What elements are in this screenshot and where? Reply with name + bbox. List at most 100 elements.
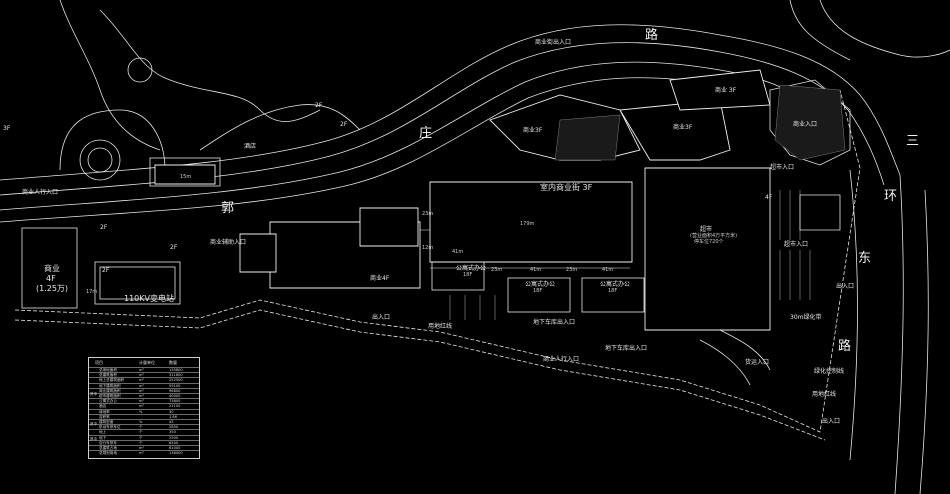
label-substation: 110KV变电站 [124, 294, 174, 303]
commercial-block-outline [21, 227, 78, 309]
label-freight-entrance: 货运入口 [745, 359, 770, 366]
table-cell: 21100 [169, 404, 181, 409]
label-office-1-floor: 18F [463, 272, 473, 278]
table-cell: m² [139, 399, 144, 404]
table-cell: m² [139, 388, 144, 393]
south-road-label-1: 郭 [221, 201, 235, 216]
label-commercial-4f: 商业4F [370, 275, 390, 282]
table-cell: m² [139, 451, 144, 456]
table-cell: 30 [169, 409, 174, 414]
label-exit-2: 出入口 [822, 418, 841, 425]
table-cell: 59100 [169, 383, 181, 388]
table-cell: 总用地面积 [99, 368, 117, 372]
label-supermarket-sub: (营业面积4万平方米) [690, 233, 738, 239]
east-road-label-4: 路 [838, 339, 852, 354]
office-1-outline [431, 257, 485, 291]
label-dist-17m: 17m [86, 289, 98, 295]
table-header-qty: 数量 [169, 360, 177, 365]
label-underground-parking-2: 地下车库出入口 [605, 345, 648, 352]
east-road-label-3: 东 [858, 251, 872, 266]
label-exit-1: 出入口 [836, 283, 855, 290]
road-edge-north [0, 24, 901, 181]
label-supermarket-sub2: 停车位720个 [694, 239, 724, 245]
table-cell: 个 [139, 425, 143, 430]
table-header-item: 项目 [95, 360, 103, 365]
table-cell: 公寓式办公 [99, 399, 117, 404]
table-cell: 酒店 [99, 404, 107, 409]
table-cell: 2500 [169, 435, 179, 440]
label-office-1: 公寓式办公 [456, 265, 487, 272]
label-office-2-floor: 18F [533, 288, 543, 294]
circular-plaza [79, 139, 121, 181]
label-commercial-block-floor: 4F [46, 274, 56, 283]
label-green-belt-top: 30m绿化带 [790, 314, 822, 321]
label-office-2: 公寓式办公 [525, 281, 556, 288]
table-cell: 地下建筑面积 [99, 383, 121, 388]
label-parking-exit: 出入口 [372, 314, 391, 321]
label-residence-2f: 2F [100, 224, 108, 231]
table-cell: 总建筑占地 [99, 446, 117, 450]
table-cell: 2850 [169, 425, 179, 430]
label-red-line: 用地红线 [428, 323, 453, 330]
table-row: 酒店 m² 21100 [89, 403, 199, 409]
label-office-3: 公寓式办公 [600, 281, 631, 288]
label-substation-2f: 2F [170, 244, 178, 251]
table-cell: 绿地率 [99, 409, 110, 414]
east-road-edge-1 [894, 174, 904, 494]
label-supermarket-pedestrian-entrance: 超市入口 [784, 241, 809, 248]
table-cell: 自行车停车 [99, 440, 117, 445]
label-commercial-parking-entrance: 商业入口 [793, 121, 818, 128]
label-green-belt: 绿化控制线 [814, 368, 845, 375]
site-boundary [14, 89, 861, 433]
label-parking-entrance: 商业辅助入口 [210, 239, 247, 246]
label-dist-23m-b: 23m [566, 267, 578, 273]
indoor-street-building [429, 181, 633, 263]
table-cell: m² [139, 404, 144, 409]
table-cell: m² [139, 394, 144, 398]
table-row: 建筑密度%45 [89, 419, 199, 425]
table-cell: 地上总建筑面积 [99, 378, 125, 383]
table-cell: 个 [139, 435, 143, 440]
table-header-unit: 计量单位 [139, 360, 155, 365]
table-cell: 45 [169, 420, 174, 424]
table-cell: 252500 [169, 378, 183, 383]
table-cell: 机动车停车位 [99, 425, 121, 430]
table-cell: 96800 [169, 388, 181, 393]
label-commercial-pedestrian-entrance: 商业人行入口 [22, 189, 59, 196]
label-commercial-block-area: (1.25万) [36, 284, 69, 293]
road-edge-south-2 [0, 77, 717, 223]
table-side-label: 其中 [90, 392, 98, 396]
label-shop: 酒店 [244, 143, 257, 150]
table-cell: % [139, 409, 143, 414]
label-dist-15m: 15m [180, 174, 192, 180]
east-road-label-2: 环 [884, 189, 898, 204]
label-dist-23m-c: 23m [422, 211, 434, 217]
commercial-top-building [669, 69, 771, 111]
table-cell: 地下 [99, 435, 107, 440]
label-commercial-block: 商业 [44, 264, 60, 273]
table-row: 地下 个 2500 [89, 434, 199, 441]
label-dist-41m-c: 41m [602, 267, 614, 273]
label-supermarket-4f: 4F [765, 194, 773, 201]
label-street-length: 179m [520, 221, 535, 227]
road-edge-north-2 [0, 42, 885, 196]
table-cell: 地上 [99, 430, 107, 435]
table-cell: 个 [139, 430, 143, 435]
table-cell: 311600 [169, 373, 183, 378]
table-side-label: 其中 [90, 422, 98, 426]
label-supermarket-entrance: 超市入口 [770, 164, 795, 171]
substation-outline [94, 261, 181, 305]
table-cell: m² [139, 446, 144, 450]
office-2-outline [507, 277, 571, 313]
east-road-edge-2 [919, 189, 929, 494]
table-cell: 135800 [169, 368, 183, 372]
